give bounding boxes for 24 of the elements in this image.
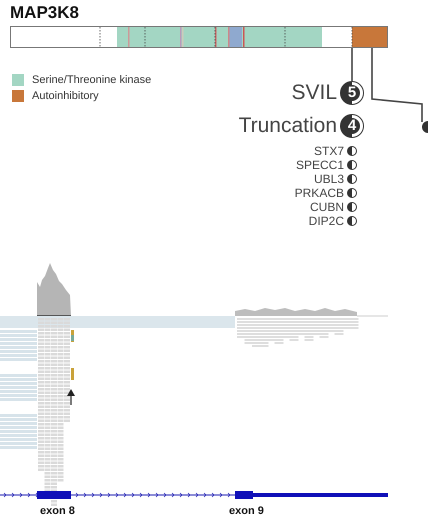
- protein-domain-bar: [10, 26, 388, 48]
- half-filled-circle: [347, 202, 357, 212]
- half-filled-circle: [347, 216, 357, 226]
- gene-label: SVIL: [291, 82, 337, 103]
- exon-label: exon 8: [40, 505, 75, 517]
- half-filled-circle: [347, 160, 357, 170]
- count-circle: [340, 114, 364, 138]
- exon-label: exon 9: [229, 505, 264, 517]
- legend-label: Autoinhibitory: [32, 90, 99, 102]
- gene-label: CUBN: [310, 200, 344, 212]
- half-filled-circle: [347, 146, 357, 156]
- legend-label: Serine/Threonine kinase: [32, 74, 152, 86]
- count-circle: [340, 81, 364, 105]
- leader-line: [351, 48, 353, 81]
- gene-label: PRKACB: [294, 186, 344, 198]
- gene-label: DIP2C: [308, 214, 344, 226]
- half-filled-circle: [347, 188, 357, 198]
- gene-label: UBL3: [314, 172, 344, 184]
- leader-line: [371, 48, 423, 122]
- diagram-title: MAP3K8: [10, 3, 79, 23]
- gene-label: SPECC1: [296, 158, 344, 170]
- half-filled-circle: [347, 174, 357, 184]
- gene-label: Truncation: [238, 115, 337, 136]
- gene-label: STX7: [314, 144, 344, 156]
